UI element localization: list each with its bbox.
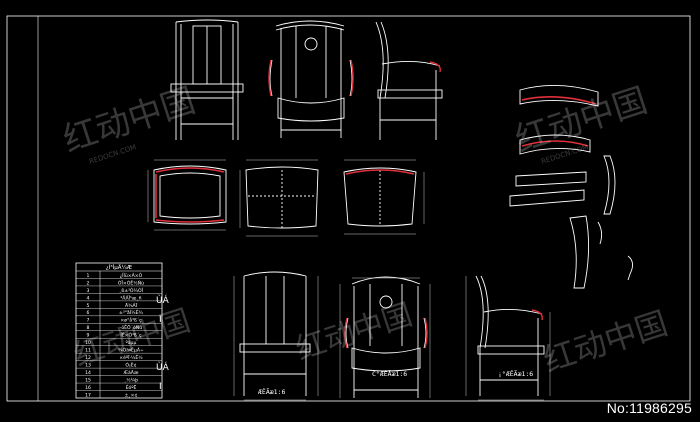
seat-plan-right-accent	[345, 169, 415, 175]
table-row-index: 11	[85, 348, 91, 354]
rail-profiles	[509, 171, 587, 207]
table-row-index: 5	[87, 303, 90, 309]
seat-plan-left	[153, 165, 227, 225]
watermark-right-upper: 红动中国 REDOCN.COM	[510, 80, 652, 165]
table-row-text: ¿ÍÌü×À×Ó	[120, 272, 143, 279]
watermark-right-lower: 红动中国	[539, 304, 672, 380]
top-rail-detail-2-accent	[521, 140, 589, 147]
table-row-text: ²ÄÁÏ¹æ¸ñ	[120, 294, 141, 301]
seat-plan-center-dims	[239, 159, 318, 237]
table-row-index: 13	[85, 363, 91, 369]
top-rail-detail-1	[519, 85, 599, 107]
watermark-left: 红动中国 REDOCN.COM	[58, 80, 200, 165]
side-section-label: ¡°ÆÊÃæ1:6	[498, 369, 533, 378]
watermark-id-label: No:11986295	[606, 400, 692, 416]
chair-center-elevation-bottom	[345, 276, 427, 398]
table-row-index: 15	[85, 377, 91, 383]
table-row-text: ºáµµ	[126, 339, 137, 346]
seat-plan-left-dims	[147, 159, 226, 231]
table-row-text: ÍÈ×Ó³ß´ç	[120, 331, 142, 339]
table-row-index: 9	[87, 333, 90, 339]
table-row-text: ¸½¼þ	[124, 376, 138, 383]
center-arm-accent-left	[344, 317, 348, 349]
center-section-label: C°ÆÊÃæ1:6	[372, 369, 407, 378]
table-row-index: 12	[85, 355, 91, 361]
seat-plan-right	[343, 167, 417, 227]
table-row-text: ×ø°å³ß´ç	[120, 317, 142, 324]
table-row-text: ×éºÏ·½Ê½	[119, 353, 143, 361]
armrest-accent-left	[268, 59, 272, 97]
table-side-mark-1: ÙÁ	[156, 294, 170, 306]
seat-plan-center	[245, 166, 319, 229]
chair-center-bottom-dims	[339, 277, 431, 398]
side-bottom-arm-accent	[531, 309, 543, 321]
table-row-index: 10	[85, 340, 91, 346]
table-row-text: Ó¡Ë¢	[125, 362, 136, 369]
table-row-text: ÉóºË	[126, 383, 137, 391]
top-rail-detail-1-accent	[521, 96, 597, 105]
table-side-mark-3: ÙÁ	[156, 361, 170, 373]
armrest-accent-right	[350, 59, 354, 97]
parts-table: ¿Í³ÌµÄ¼Æ 1 ¿ÍÌü×À×Ó 2 ÒÎ×ÓÊ½Ñù 3 ¸ß±³Ò¼ÒÎ 4 ²ÄÁ…	[75, 262, 163, 399]
table-row-index: 2	[87, 280, 90, 286]
table-row-text: Ä¾ÁÏ	[125, 302, 138, 309]
table-row-index: 3	[87, 288, 90, 294]
center-arm-accent-right	[424, 317, 428, 349]
chair-front-elevation-top	[170, 19, 244, 140]
table-title: ¿Í³ÌµÄ¼Æ	[106, 264, 132, 271]
table-row-text: ¼Ó¹¤ËµÃ÷	[118, 347, 144, 354]
table-row-index: 4	[87, 295, 90, 301]
table-row-text: ¸ß±³Ò¼ÒÎ	[119, 287, 144, 294]
table-row-text: ·öÊÖ´óÑù	[120, 323, 142, 331]
chair-side-elevation-top	[375, 21, 443, 140]
seat-plan-left-accent-bottom	[155, 219, 225, 223]
chair-front-bottom-dims	[233, 276, 319, 401]
top-rail-detail-2	[519, 134, 591, 155]
table-row-index: 17	[85, 392, 91, 398]
side-armrest-accent	[429, 61, 441, 73]
sheet-border	[6, 15, 691, 402]
table-row-text: ÆáÃæ	[124, 369, 139, 376]
front-section-label: ÆÊÃæ1:6	[258, 387, 285, 396]
seat-plan-right-dims	[344, 159, 425, 235]
table-row-text: ÒÎ×ÓÊ½Ñù	[118, 278, 144, 286]
seat-plan-left-accent-top	[155, 167, 225, 173]
watermark-center-lower: 红动中国 红动中国	[70, 297, 417, 373]
table-row-index: 14	[85, 370, 91, 376]
chair-front-elevation-medallion	[269, 20, 353, 138]
table-row-text: ±³°åÍ¼Ê¾	[119, 308, 144, 316]
chair-front-elevation-bottom	[239, 271, 311, 396]
chair-side-elevation-bottom	[475, 275, 545, 396]
table-row-index: 6	[87, 310, 90, 316]
table-row-text: ±¸×¢	[125, 392, 138, 398]
table-row-index: 7	[87, 318, 90, 324]
table-row-index: 8	[87, 325, 90, 331]
chair-side-bottom-dims	[465, 276, 551, 401]
table-side-mark-4: I	[159, 382, 162, 392]
table-row-index: 16	[85, 385, 91, 391]
leg-and-arm-details	[569, 155, 633, 289]
table-row-index: 1	[87, 273, 90, 279]
table-side-mark-2: I	[159, 315, 162, 325]
svg-text:红动中国: 红动中国	[539, 304, 672, 380]
